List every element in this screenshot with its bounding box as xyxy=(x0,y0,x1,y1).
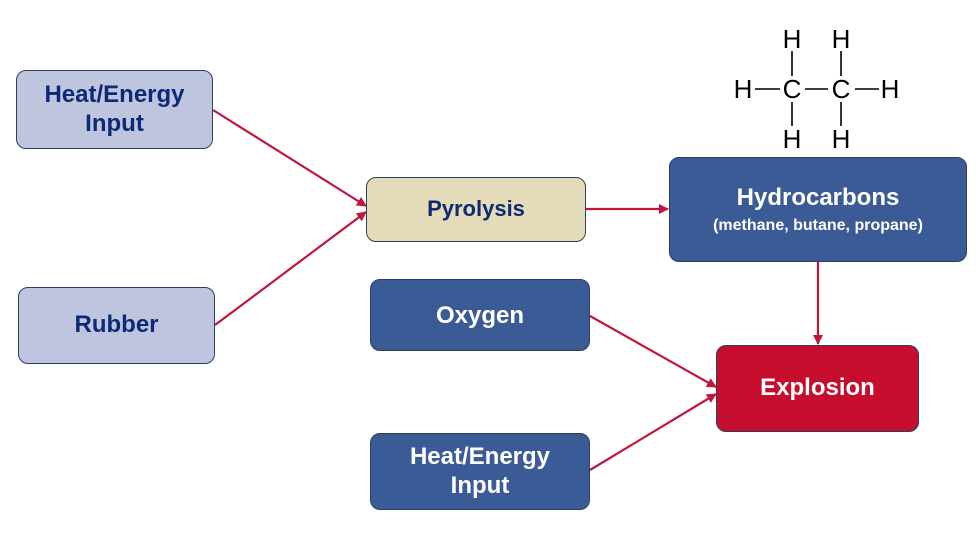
explosion-node: Explosion xyxy=(716,345,919,432)
atom-h-top-right: H xyxy=(832,24,851,54)
atom-c-left: C xyxy=(783,74,802,104)
hydrocarbons-examples: (methane, butane, propane) xyxy=(713,217,923,235)
oxygen-node: Oxygen xyxy=(370,279,590,351)
arrow-oxygen-to-explosion xyxy=(589,315,717,388)
atom-h-top-left: H xyxy=(783,24,802,54)
pyrolysis-node: Pyrolysis xyxy=(366,177,586,242)
oxygen-label: Oxygen xyxy=(435,302,525,329)
atom-c-right: C xyxy=(832,74,851,104)
arrow-heat-to-explosion xyxy=(589,393,717,471)
arrow-rubber-to-pyrolysis xyxy=(214,211,367,326)
rubber-label: Rubber xyxy=(74,311,159,339)
atom-h-left: H xyxy=(734,74,753,104)
heat-energy-input-2-line2: Input xyxy=(450,471,510,499)
arrow-heat-to-pyrolysis xyxy=(212,109,367,207)
heat-energy-input-line2: Input xyxy=(85,109,144,137)
explosion-label: Explosion xyxy=(760,374,875,402)
heat-energy-input-line1: Heat/Energy xyxy=(44,80,185,108)
atom-h-bottom-right: H xyxy=(832,124,851,154)
atom-h-bottom-left: H xyxy=(783,124,802,154)
rubber-node: Rubber xyxy=(18,287,215,364)
heat-energy-input-2-line1: Heat/Energy xyxy=(409,442,551,470)
heat-energy-input-node-2: Heat/Energy Input xyxy=(370,433,590,510)
pyrolysis-label: Pyrolysis xyxy=(427,196,525,222)
hydrocarbons-label: Hydrocarbons xyxy=(736,183,900,211)
heat-energy-input-node: Heat/Energy Input xyxy=(16,70,213,149)
hydrocarbons-node: Hydrocarbons (methane, butane, propane) xyxy=(669,157,967,262)
atom-h-right: H xyxy=(881,74,900,104)
